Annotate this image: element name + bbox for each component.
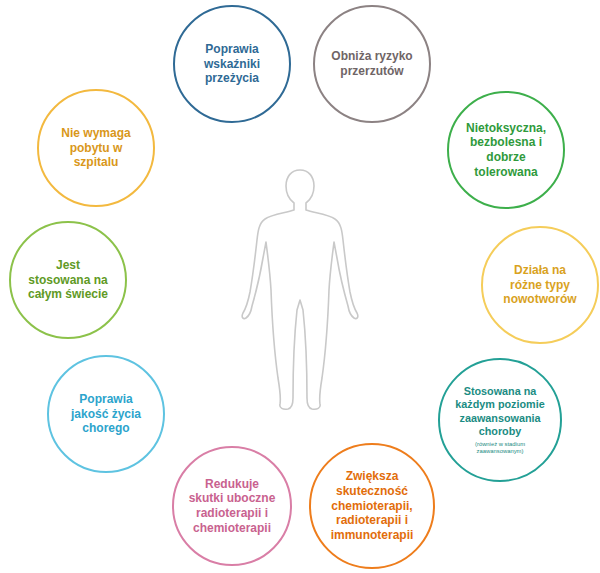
benefit-text: Działa na różne typy nowotworów [497,263,584,307]
benefit-text: Zwiększa skuteczność chemioterapii, radi… [326,469,418,542]
benefit-circle: Nietoksyczna, bezbolesna i dobrze tolero… [447,91,565,209]
benefit-text: Poprawia wskaźniki przeżycia [189,42,276,86]
benefit-text: Stosowana na każdym poziomie zaawansowan… [454,385,546,438]
benefit-circle: Zwiększa skuteczność chemioterapii, radi… [309,443,435,569]
benefit-note: (również w stadium zaawansowanym) [462,441,539,455]
benefit-text: Obniża ryzyko przerzutów [329,49,416,78]
benefit-text: Nie wymaga pobytu w szpitalu [53,126,140,170]
benefit-text: Redukuje skutki uboczne radioterapii i c… [188,477,277,536]
benefit-circle: Nie wymaga pobytu w szpitalu [37,89,155,207]
benefit-circle: Poprawia wskaźniki przeżycia [173,5,291,123]
benefit-circle: Stosowana na każdym poziomie zaawansowan… [438,358,562,482]
benefit-circle: Obniża ryzyko przerzutów [313,5,431,123]
benefit-text: Nietoksyczna, bezbolesna i dobrze tolero… [463,121,550,180]
benefit-circle: Jest stosowana na całym świecie [9,221,127,339]
benefit-circle: Poprawia jakość życia chorego [47,355,165,473]
benefit-text: Poprawia jakość życia chorego [63,392,150,436]
benefit-circle: Działa na różne typy nowotworów [481,226,599,344]
human-silhouette [242,170,358,409]
benefit-text: Jest stosowana na całym świecie [25,258,112,302]
benefit-circle: Redukuje skutki uboczne radioterapii i c… [172,446,292,566]
